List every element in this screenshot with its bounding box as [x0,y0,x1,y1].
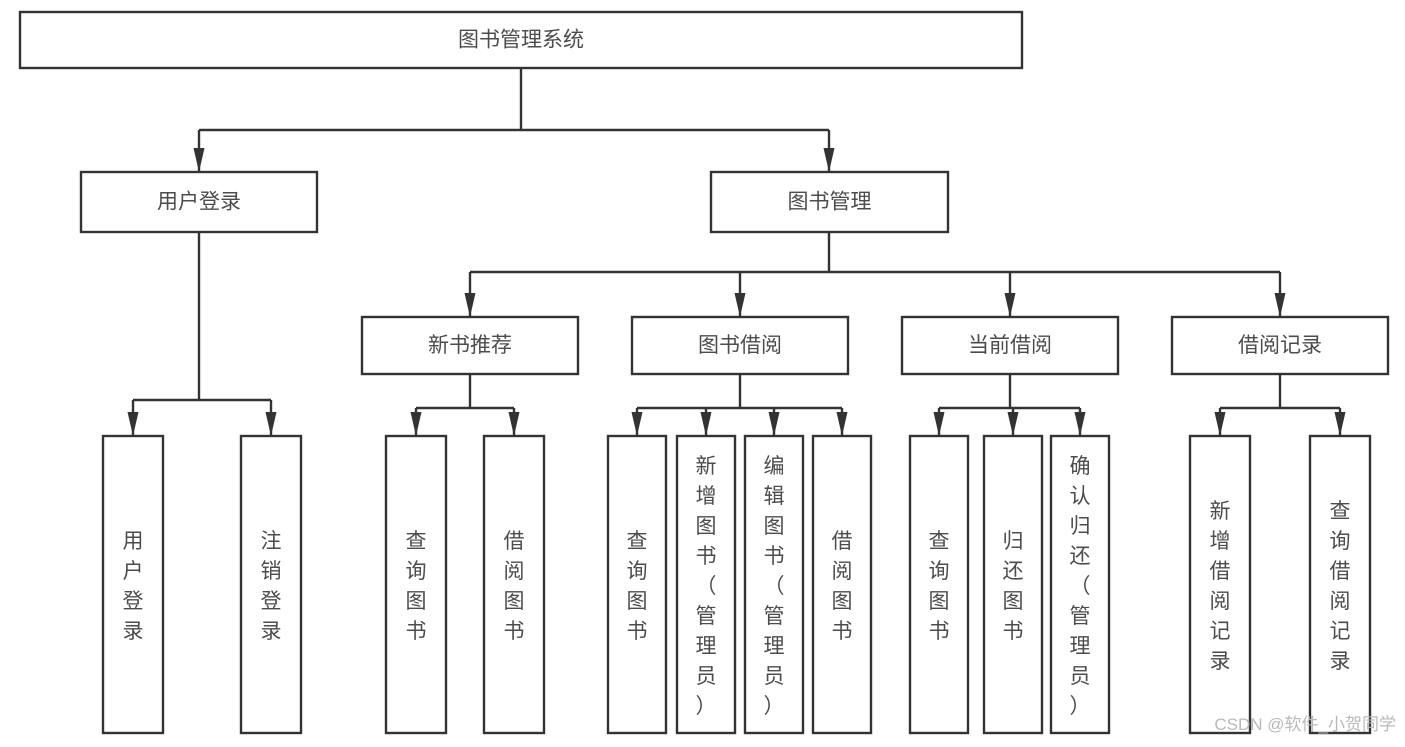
arrow-head [127,412,139,436]
node-current-borrow[interactable]: 当前借阅 [900,315,1120,376]
arrow-head [1074,412,1086,436]
node-label-root: 图书管理系统 [458,29,584,52]
node-box-leaf-logout-login [239,434,303,735]
node-box-leaf-add-book-admin [675,434,737,735]
node-leaf-add-borrow-record[interactable]: 新增借阅记录 [1188,434,1252,735]
node-label-borrow-record: 借阅记录 [1238,334,1322,357]
node-label-leaf-add-book-admin: 新增图书（管理员） [696,455,717,718]
node-leaf-query-book-2[interactable]: 查询图书 [606,434,668,735]
node-box-leaf-add-borrow-record [1188,434,1252,735]
node-box-leaf-borrow-book-1 [482,434,546,735]
node-user-login[interactable]: 用户登录 [79,170,319,234]
node-label-leaf-query-book-3: 查询图书 [929,530,950,643]
node-box-leaf-edit-book-admin [743,434,805,735]
node-label-leaf-edit-book-admin: 编辑图书（管理员） [764,455,785,718]
arrow-head [734,293,746,317]
arrow-head [1214,412,1226,436]
node-label-leaf-query-book-1: 查询图书 [406,530,427,643]
arrow-head [836,412,848,436]
node-new-book-recommend[interactable]: 新书推荐 [360,315,580,376]
node-label-current-borrow: 当前借阅 [968,334,1052,357]
node-label-leaf-add-borrow-record: 新增借阅记录 [1210,500,1231,673]
node-label-leaf-borrow-book-1: 借阅图书 [504,530,525,643]
connector-level3_currentborrow_to_leaves [933,374,1086,436]
node-box-leaf-return-book [982,434,1044,735]
node-label-leaf-return-book: 归还图书 [1003,530,1024,643]
node-box-leaf-query-book-3 [908,434,970,735]
arrow-head [508,412,520,436]
node-box-leaf-confirm-return-admin [1049,434,1111,735]
arrow-head [193,148,205,172]
node-leaf-edit-book-admin[interactable]: 编辑图书（管理员） [743,434,805,735]
node-label-user-login: 用户登录 [157,191,241,214]
node-box-current-borrow [900,315,1120,376]
node-label-leaf-query-borrow-record: 查询借阅记录 [1330,500,1351,673]
node-box-root [18,10,1024,70]
connector-level3_bookborrow_to_leaves [631,374,848,436]
arrow-head [823,148,835,172]
node-leaf-borrow-book-1[interactable]: 借阅图书 [482,434,546,735]
node-borrow-record[interactable]: 借阅记录 [1170,315,1390,376]
node-label-leaf-query-book-2: 查询图书 [627,530,648,643]
arrow-head [1004,293,1016,317]
arrow-head [464,293,476,317]
connector-layer [127,68,1346,436]
connector-level3_borrowrecord_to_leaves [1214,374,1346,436]
node-box-leaf-query-book-2 [606,434,668,735]
node-book-manage[interactable]: 图书管理 [709,170,950,234]
node-box-book-borrow [630,315,850,376]
connector-level2_bookmanage_to_level3 [464,232,1286,317]
arrow-head [410,412,422,436]
node-leaf-query-book-1[interactable]: 查询图书 [384,434,448,735]
arrow-head [700,412,712,436]
connector-root_to_level2 [193,68,835,172]
node-leaf-logout-login[interactable]: 注销登录 [239,434,303,735]
node-leaf-borrow-book-2[interactable]: 借阅图书 [811,434,873,735]
node-label-leaf-user-login: 用户登录 [123,530,144,643]
node-box-leaf-borrow-book-2 [811,434,873,735]
arrow-head [631,412,643,436]
csdn-watermark: CSDN @软件_小贺同学 [1214,715,1396,734]
node-label-book-borrow: 图书借阅 [698,334,782,357]
connector-level2_userlogin_to_leaves [127,232,277,436]
node-leaf-return-book[interactable]: 归还图书 [982,434,1044,735]
node-box-borrow-record [1170,315,1390,376]
node-box-user-login [79,170,319,234]
node-leaf-confirm-return-admin[interactable]: 确认归还（管理员） [1049,434,1111,735]
node-box-leaf-query-book-1 [384,434,448,735]
arrow-head [1274,293,1286,317]
arrow-head [265,412,277,436]
node-root[interactable]: 图书管理系统 [18,10,1024,70]
node-leaf-query-borrow-record[interactable]: 查询借阅记录 [1308,434,1372,735]
node-label-new-book-recommend: 新书推荐 [428,334,512,357]
arrow-head [1007,412,1019,436]
node-box-leaf-query-borrow-record [1308,434,1372,735]
node-book-borrow[interactable]: 图书借阅 [630,315,850,376]
node-label-leaf-borrow-book-2: 借阅图书 [832,530,853,643]
arrow-head [1334,412,1346,436]
connector-level3_newbook_to_leaves [410,374,520,436]
node-label-leaf-confirm-return-admin: 确认归还（管理员） [1070,455,1091,718]
node-box-book-manage [709,170,950,234]
node-layer: 图书管理系统用户登录图书管理新书推荐图书借阅当前借阅借阅记录用户登录注销登录查询… [18,10,1390,735]
node-leaf-query-book-3[interactable]: 查询图书 [908,434,970,735]
arrow-head [933,412,945,436]
node-leaf-user-login[interactable]: 用户登录 [101,434,165,735]
node-label-leaf-logout-login: 注销登录 [261,530,282,643]
node-box-new-book-recommend [360,315,580,376]
arrow-head [768,412,780,436]
node-leaf-add-book-admin[interactable]: 新增图书（管理员） [675,434,737,735]
node-label-book-manage: 图书管理 [788,191,872,214]
node-box-leaf-user-login [101,434,165,735]
